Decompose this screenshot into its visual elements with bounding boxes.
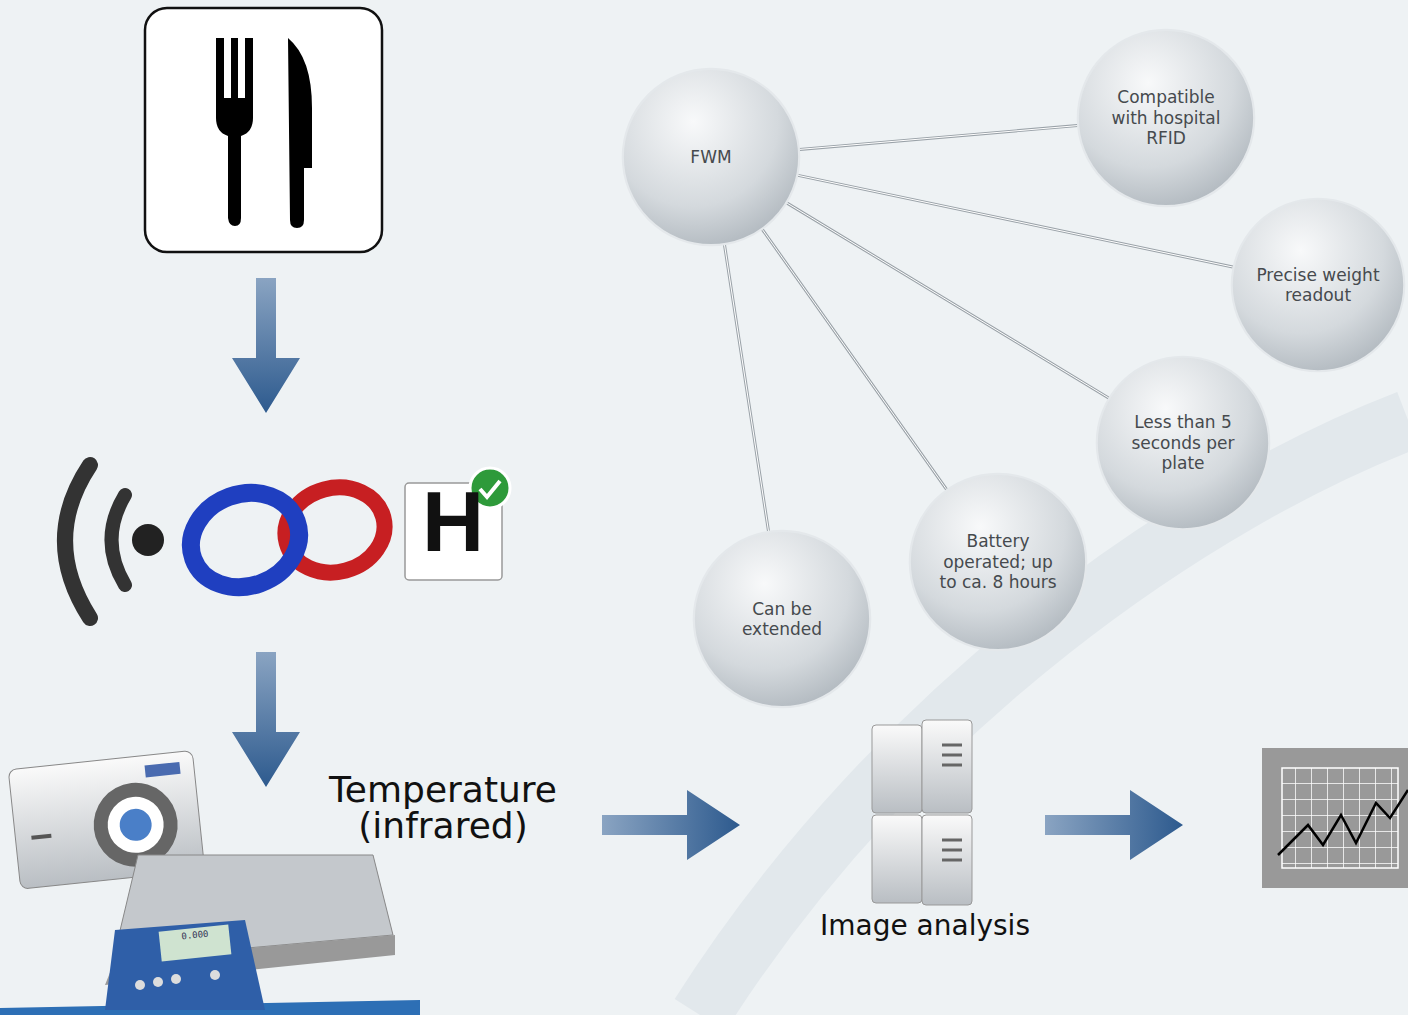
text-label: Image analysis <box>790 912 1060 940</box>
node-text: Can be extended <box>717 599 847 640</box>
connector-line <box>725 245 769 531</box>
node-text: FWM <box>646 147 776 167</box>
node-text: Compatible with hospital RFID <box>1101 87 1231 148</box>
connector-line <box>800 126 1078 150</box>
text-label: H <box>404 478 502 564</box>
feature-circle: Less than 5 seconds per plate <box>1095 355 1271 531</box>
node-text: Battery operated; up to ca. 8 hours <box>933 531 1063 592</box>
connector-line <box>762 230 946 490</box>
feature-circle: Precise weight readout <box>1230 197 1406 373</box>
feature-circle: Can be extended <box>692 529 872 709</box>
text-label: Temperature (infrared) <box>318 772 568 844</box>
feature-circle: FWM <box>621 67 801 247</box>
node-text: Precise weight readout <box>1255 265 1382 306</box>
feature-circle: Battery operated; up to ca. 8 hours <box>908 472 1088 652</box>
connector-line <box>787 203 1108 398</box>
feature-circle: Compatible with hospital RFID <box>1076 28 1256 208</box>
node-text: Less than 5 seconds per plate <box>1120 412 1247 473</box>
